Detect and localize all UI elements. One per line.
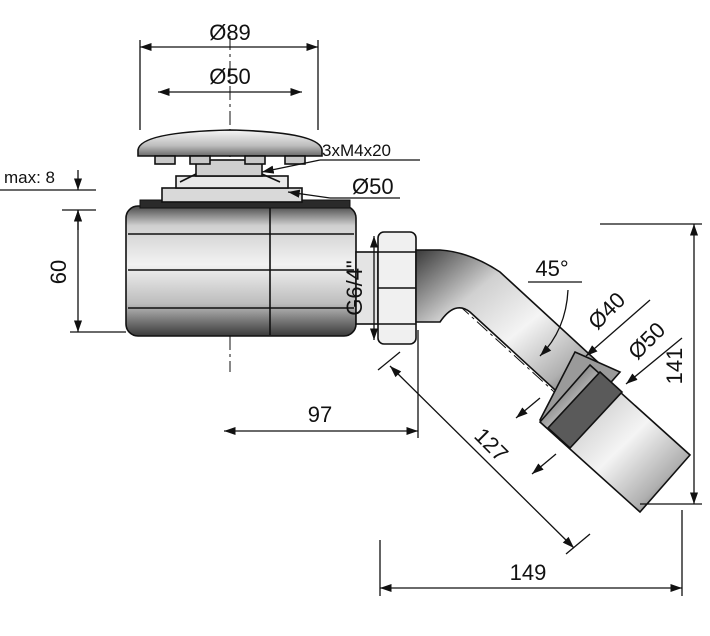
drain-cap <box>137 129 323 165</box>
elbow-pipe <box>415 249 692 514</box>
label-w149: 149 <box>510 560 547 585</box>
label-max8: max: 8 <box>4 168 55 187</box>
label-h141: 141 <box>662 348 687 385</box>
label-d40: Ø40 <box>583 287 630 334</box>
label-d89: Ø89 <box>209 20 251 45</box>
arc-angle <box>539 289 569 357</box>
label-d50-top: Ø50 <box>209 64 251 89</box>
label-l127: 127 <box>469 423 513 467</box>
trap-body <box>125 199 357 337</box>
label-thread: G6/4" <box>342 260 367 316</box>
dim-line-l127 <box>389 365 575 549</box>
label-angle: 45° <box>535 256 568 281</box>
dim-line-d50-outlet <box>625 337 683 385</box>
label-screws: 3xM4x20 <box>322 141 391 160</box>
flange <box>161 159 303 203</box>
label-h60: 60 <box>46 260 71 284</box>
label-d50-flange: Ø50 <box>352 174 394 199</box>
dim-line-d40 <box>585 299 651 357</box>
label-l97: 97 <box>308 402 332 427</box>
